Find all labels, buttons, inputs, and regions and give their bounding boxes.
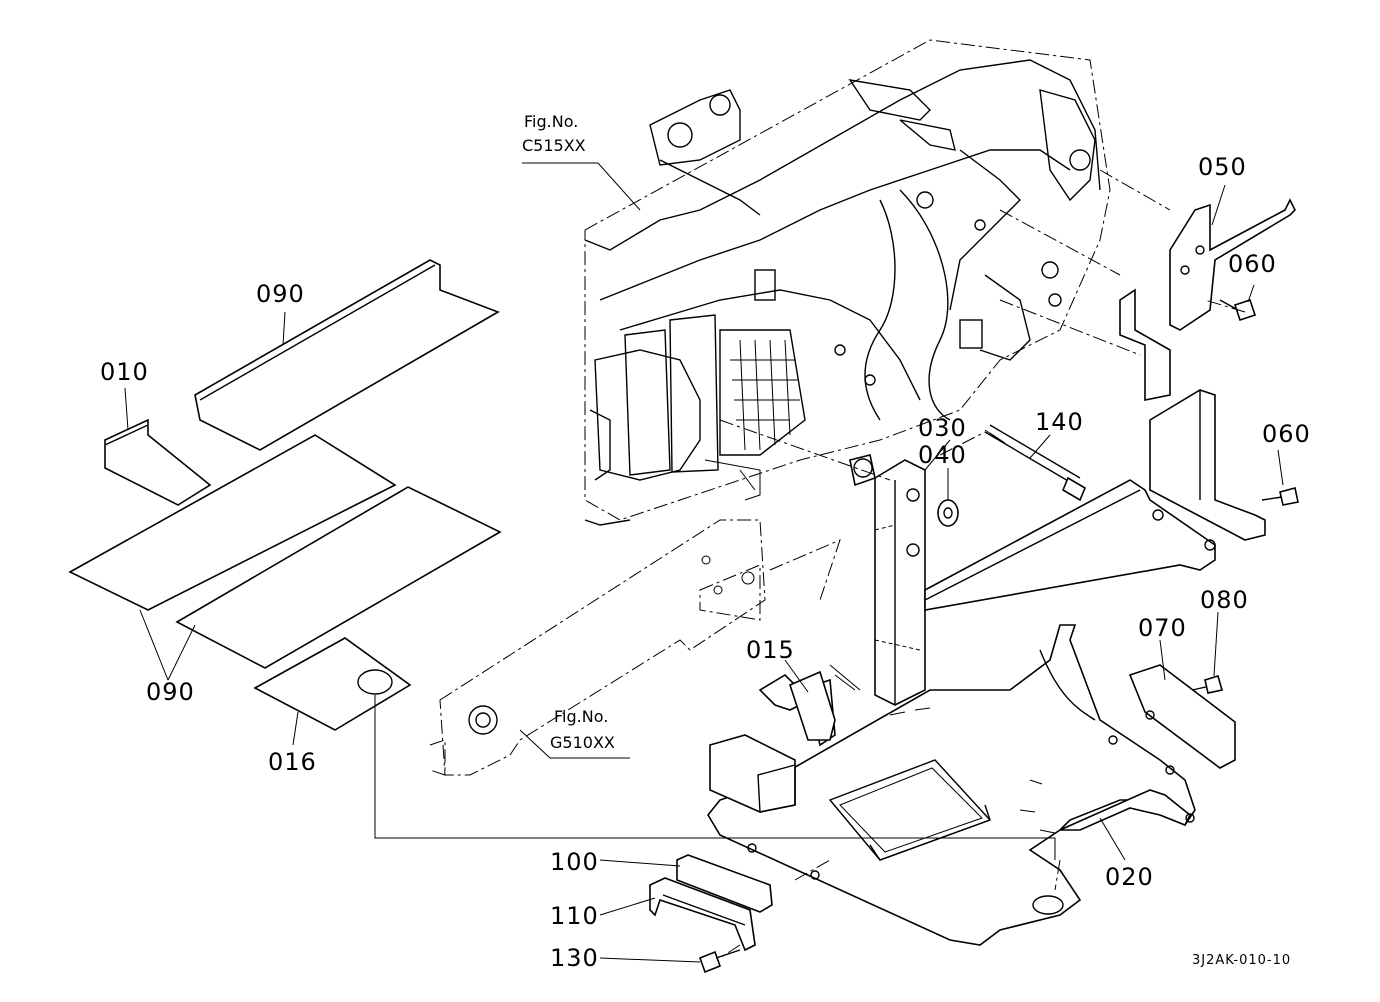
- floor-plate-020: [707, 624, 1196, 946]
- step-bracket-015: [709, 664, 861, 813]
- part-label-060-upper: 060: [1228, 250, 1277, 278]
- drawing-code: 3J2AK-010-10: [1192, 953, 1291, 968]
- part-label-140: 140: [1035, 408, 1084, 436]
- washer-040: [937, 499, 959, 527]
- mat-090-left: [68, 434, 397, 611]
- frame-assembly: [429, 519, 841, 776]
- plate-016: [253, 637, 412, 731]
- part-label-090-top: 090: [256, 280, 305, 308]
- cover-070: [1128, 664, 1236, 769]
- cover-plate-090-top: [194, 259, 500, 451]
- part-label-130: 130: [550, 944, 599, 972]
- bolt-060-lower: [1261, 487, 1299, 506]
- transmission-assembly: [584, 39, 1111, 526]
- fig-ref-transmission-line2: C515XX: [522, 136, 586, 155]
- fig-ref-transmission-line1: Fig.No.: [524, 112, 578, 131]
- part-label-020: 020: [1105, 863, 1154, 891]
- part-label-100: 100: [550, 848, 599, 876]
- part-label-110: 110: [550, 902, 599, 930]
- part-label-090-bottom: 090: [146, 678, 195, 706]
- fig-ref-frame-line2: G510XX: [550, 733, 615, 752]
- bolt-140: [984, 424, 1087, 502]
- bolt-130: [698, 949, 741, 974]
- plate-100: [676, 854, 773, 913]
- part-label-040: 040: [918, 441, 967, 469]
- support-bracket: [849, 288, 1266, 706]
- part-label-030: 030: [918, 414, 967, 442]
- part-label-070: 070: [1138, 614, 1187, 642]
- part-label-050: 050: [1198, 153, 1247, 181]
- part-label-016: 016: [268, 748, 317, 776]
- bolt-080: [1191, 674, 1224, 694]
- bracket-050: [1169, 198, 1296, 331]
- part-label-080: 080: [1200, 586, 1249, 614]
- bolt-060-upper: [1219, 298, 1257, 322]
- mat-090-right: [175, 486, 502, 669]
- plate-010: [104, 418, 212, 506]
- fig-ref-frame-line1: Fig.No.: [554, 707, 608, 726]
- leader-lines: [124, 162, 1284, 963]
- part-label-010: 010: [100, 358, 149, 386]
- bracket-110: [649, 877, 756, 952]
- part-label-060-lower: 060: [1262, 420, 1311, 448]
- part-label-015: 015: [746, 636, 795, 664]
